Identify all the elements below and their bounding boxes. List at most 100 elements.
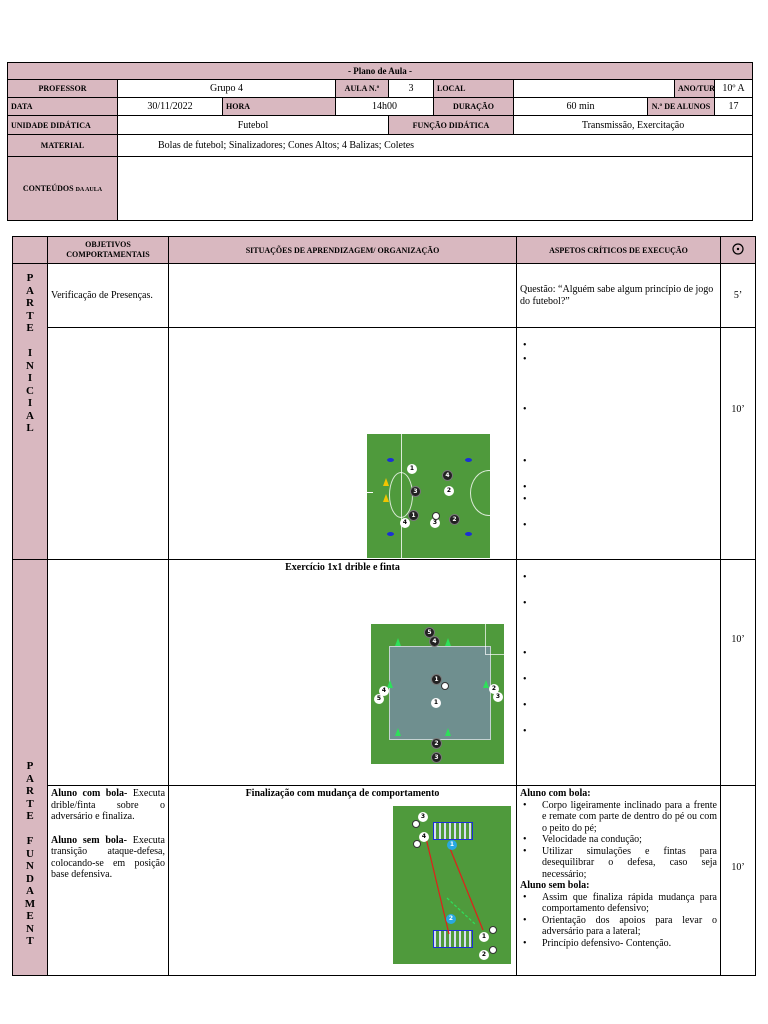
ball-icon: [489, 946, 497, 954]
phase-letter: A: [26, 284, 34, 297]
cone-icon: [383, 494, 389, 502]
hora-label: Hora: [222, 97, 336, 116]
phase-letter: N: [26, 922, 34, 935]
cone-icon: [383, 478, 389, 486]
time-row4: 10’: [720, 785, 756, 976]
hora-value: 14h00: [335, 97, 434, 116]
phase-letter: A: [26, 885, 34, 897]
asp-com-bola-item: Utilizar simulações e fintas para desequ…: [520, 846, 717, 881]
goal-icon: [433, 822, 473, 840]
objetivo-row3: [47, 559, 169, 786]
phase-letter: I: [27, 347, 33, 359]
time-row1: 5’: [720, 263, 756, 328]
bullet-icon: •: [523, 494, 527, 505]
player-white: 3: [430, 518, 440, 528]
phase-letter: T: [26, 797, 34, 810]
player-black: 2: [449, 514, 460, 525]
objetivo-row2: [47, 327, 169, 560]
player-white: 1: [407, 464, 417, 474]
cone-icon: [445, 638, 451, 646]
phase-letter: R: [26, 785, 34, 797]
player-black: 1: [431, 674, 442, 685]
phase-letter: A: [26, 409, 34, 422]
situacao-row3: Exercício 1x1 drible e finta 5 4 1 1 4 5…: [168, 559, 517, 786]
data-label: Data: [7, 97, 118, 116]
local-value: [513, 79, 675, 98]
player-cyan: 1: [447, 840, 457, 850]
unidade-value: Futebol: [117, 115, 389, 135]
time-row3: 10’: [720, 559, 756, 786]
asp-sem-bola-head: Aluno sem bola:: [520, 880, 590, 891]
player-black: 3: [431, 752, 442, 763]
asp-com-bola-item: Velocidade na condução;: [520, 834, 717, 846]
player-white: 3: [418, 812, 428, 822]
ball-icon: [412, 820, 420, 828]
asp-sem-bola-item: Princípio defensivo- Contenção.: [520, 938, 717, 950]
player-white: 4: [379, 686, 389, 696]
phase-letter: [16, 823, 44, 836]
asp-sem-bola-item: Orientação dos apoios para levar o adver…: [520, 915, 717, 938]
col-objetivos: Objetivos Comportamentais: [47, 236, 169, 264]
aspeto-row3: • • • • • •: [516, 559, 721, 786]
bullet-icon: •: [523, 482, 527, 493]
player-white: 3: [493, 692, 503, 702]
player-white: 4: [419, 832, 429, 842]
player-white: 2: [489, 684, 499, 694]
material-label: Material: [7, 134, 118, 157]
phase-letter: I: [27, 372, 33, 384]
objetivo-row4: Aluno com bola- Executa drible/finta sob…: [47, 785, 169, 976]
cone-icon: [445, 728, 451, 736]
bullet-icon: •: [523, 404, 527, 415]
local-label: Local: [433, 79, 514, 98]
alunos-label: N.º de alunos: [647, 97, 715, 116]
phase-letter: E: [26, 910, 34, 922]
marker-icon: [465, 532, 472, 536]
player-white: 2: [479, 950, 489, 960]
phase-letter: E: [26, 810, 34, 822]
phase-letter: E: [26, 322, 34, 334]
phase-letter: [16, 335, 44, 348]
material-value: Bolas de futebol; Sinalizadores; Cones A…: [116, 134, 754, 157]
funcao-value: Transmissão, Exercitação: [512, 115, 754, 135]
plan-title: - Plano de Aula -: [6, 62, 754, 80]
conteudos-label-main: Conteúdos: [22, 184, 74, 193]
phase-letter: D: [26, 872, 34, 885]
ball-icon: [489, 926, 497, 934]
conteudos-label-sub: da aula: [75, 187, 103, 193]
duracao-value: 60 min: [513, 97, 648, 116]
lesson-activities-table: Objetivos Comportamentais Situações de A…: [12, 236, 756, 976]
exercise-title-finalizacao: Finalização com mudança de comportamento: [245, 788, 440, 799]
asp-com-bola-head: Aluno com bola:: [520, 788, 591, 799]
objetivo-presencas: Verificação de Presenças.: [47, 263, 169, 328]
marker-icon: [387, 532, 394, 536]
obj-com-bola-head: Aluno com bola-: [51, 788, 128, 799]
cone-icon: [387, 680, 393, 688]
movement-lines: [424, 833, 484, 935]
phase-letter: L: [26, 422, 34, 434]
cone-icon: [395, 728, 401, 736]
phase-letter: R: [26, 297, 34, 309]
col-aspetos: Aspetos Críticos de execução: [516, 236, 721, 264]
obj-sem-bola-head: Aluno sem bola-: [51, 834, 128, 846]
phase-letter: C: [26, 384, 34, 397]
marker-icon: [387, 458, 394, 462]
player-white: 1: [479, 932, 489, 942]
phase-letter: P: [26, 272, 34, 284]
phase-letter: T: [26, 309, 34, 322]
situacao-row2: 1 4 2 3 1 3 4 2: [168, 327, 517, 560]
ball-icon: [441, 682, 449, 690]
aula-value: 3: [388, 79, 434, 98]
aspeto-row1: Questão: “Alguém sabe algum princípio de…: [516, 263, 721, 328]
aspeto-row2: • • • • • • •: [516, 327, 721, 560]
player-black: 4: [442, 470, 453, 481]
player-white: 2: [444, 486, 454, 496]
player-black: 1: [408, 510, 419, 521]
time-row2: 10’: [720, 327, 756, 560]
cone-icon: [395, 638, 401, 646]
player-white: 5: [374, 694, 384, 704]
phase-letter: A: [26, 772, 34, 785]
professor-value: Grupo 4: [117, 79, 336, 98]
cone-icon: [483, 680, 489, 688]
conteudos-value: [116, 156, 754, 221]
phase-letter: N: [26, 860, 34, 872]
